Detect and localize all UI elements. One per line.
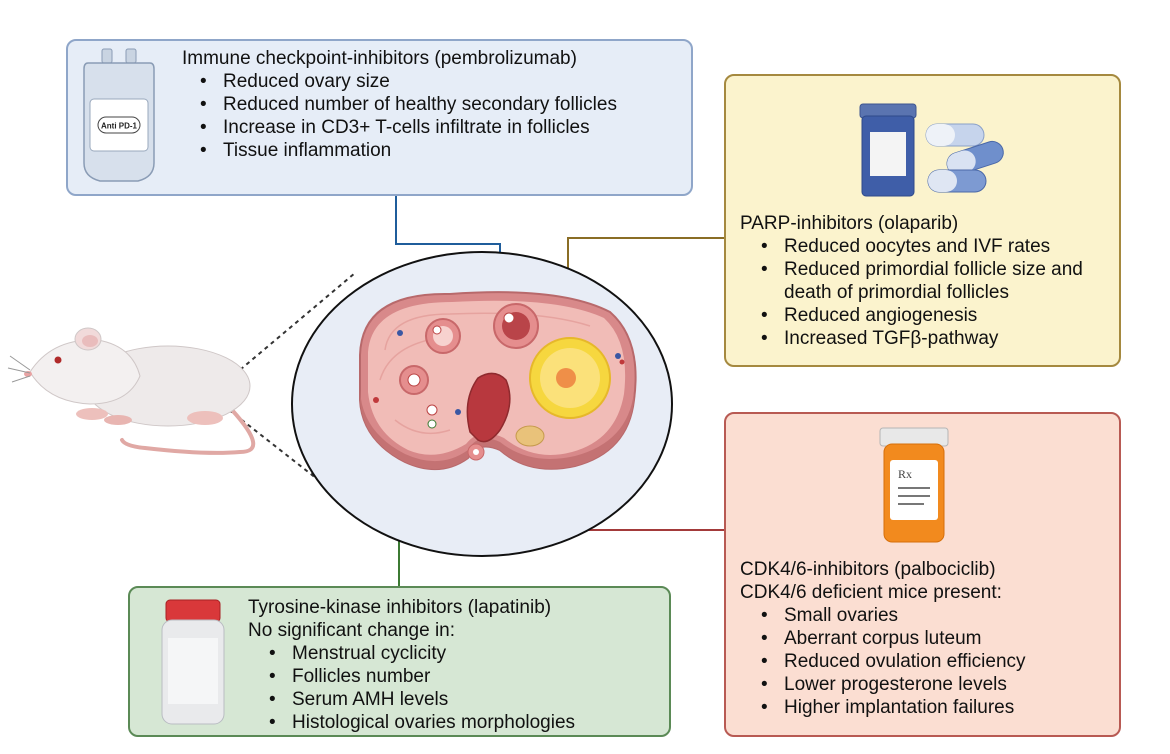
bottle-icon [161, 599, 225, 725]
capsule-icon [925, 123, 985, 147]
tki-list: Menstrual cyclicity Follicles number Ser… [267, 642, 657, 734]
tki-title: Tyrosine-kinase inhibitors (lapatinib) [248, 597, 552, 618]
list-item: Increased TGFβ-pathway [759, 327, 1104, 350]
cdk-list: Small ovaries Aberrant corpus luteum Red… [759, 604, 1104, 719]
cdk-subtitle: CDK4/6 deficient mice present: [740, 582, 1002, 603]
list-item: Reduced oocytes and IVF rates [759, 235, 1104, 258]
mouse-icon [7, 327, 256, 455]
list-item: Reduced number of healthy secondary foll… [198, 93, 623, 116]
pill-bottle-capsules-icon [859, 103, 1004, 197]
list-item: Increase in CD3+ T-cells infiltrate in f… [198, 116, 678, 139]
cdk-title: CDK4/6-inhibitors (palbociclib) [740, 559, 996, 580]
list-item: Small ovaries [759, 604, 1104, 627]
immune-checkpoint-box: Anti PD-1 Immune checkpoint-inhibitors (… [66, 39, 693, 196]
list-item: Reduced ovary size [198, 70, 678, 93]
bag-label: Anti PD-1 [101, 122, 138, 131]
list-item: Higher implantation failures [759, 696, 1104, 719]
list-item: Serum AMH levels [267, 688, 657, 711]
ovary-cross-section-icon [359, 291, 637, 471]
tki-subtitle: No significant change in: [248, 620, 456, 641]
immune-list: Reduced ovary size Reduced number of hea… [198, 70, 678, 162]
list-item: Lower progesterone levels [759, 673, 1104, 696]
rx-label: Rx [898, 467, 912, 481]
list-item: Reduced ovulation efficiency [759, 650, 1104, 673]
list-item: Histological ovaries morphologies [267, 711, 657, 734]
list-item: Menstrual cyclicity [267, 642, 657, 665]
list-item: Reduced primordial follicle size and dea… [759, 258, 1104, 304]
list-item: Follicles number [267, 665, 657, 688]
list-item: Tissue inflammation [198, 139, 678, 162]
parp-inhibitors-box: PARP-inhibitors (olaparib) Reduced oocyt… [724, 74, 1121, 367]
list-item: Reduced angiogenesis [759, 304, 1104, 327]
iv-bag-icon: Anti PD-1 [83, 48, 155, 182]
cdk-inhibitors-box: Rx CDK4/6-inhibitors (palbociclib) CDK4/… [724, 412, 1121, 737]
prescription-bottle-icon: Rx [879, 427, 949, 543]
tyrosine-kinase-box: Tyrosine-kinase inhibitors (lapatinib) N… [128, 586, 671, 737]
list-item: Aberrant corpus luteum [759, 627, 1104, 650]
parp-title: PARP-inhibitors (olaparib) [740, 213, 959, 234]
parp-list: Reduced oocytes and IVF rates Reduced pr… [759, 235, 1104, 350]
immune-title: Immune checkpoint-inhibitors (pembrolizu… [182, 48, 577, 69]
